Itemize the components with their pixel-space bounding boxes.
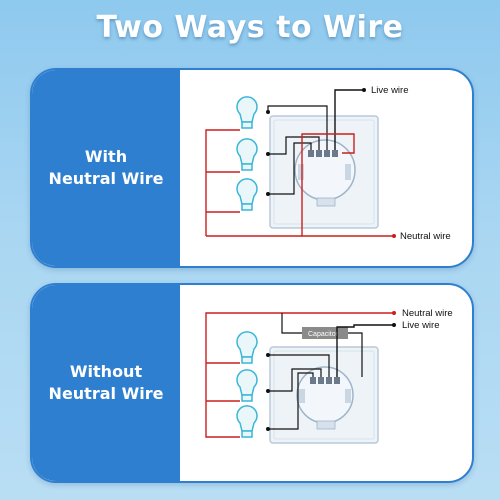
bulb-icon bbox=[236, 369, 258, 402]
without-neutral-panel: Without Neutral Wire Neutral wire bbox=[30, 283, 474, 483]
live-wire-line bbox=[334, 89, 364, 150]
switch-module bbox=[296, 366, 354, 424]
live-wire-line bbox=[336, 324, 394, 377]
neutral-wire-line bbox=[206, 133, 355, 237]
bulb-icon bbox=[236, 96, 258, 129]
with-neutral-diagram: Live wire Neutral wire bbox=[182, 70, 472, 266]
without-neutral-diagram: Neutral wire Capacitor Live wire bbox=[182, 285, 472, 481]
label-line-1: With bbox=[84, 147, 128, 166]
bulb-icon bbox=[236, 138, 258, 171]
terminal-block bbox=[310, 377, 340, 384]
neutral-wire-label: Neutral wire bbox=[400, 231, 451, 242]
bulb-icon bbox=[236, 331, 258, 364]
page-title: Two Ways to Wire bbox=[96, 10, 404, 45]
without-neutral-label-box: Without Neutral Wire bbox=[32, 285, 180, 481]
terminal-block bbox=[308, 150, 338, 157]
bulb-icon bbox=[236, 178, 258, 211]
bulb-icon bbox=[236, 405, 258, 438]
neutral-wire-label: Neutral wire bbox=[402, 308, 453, 319]
live-wire-label: Live wire bbox=[402, 320, 440, 331]
label-line-2: Neutral Wire bbox=[48, 169, 164, 188]
neutral-wire-line bbox=[205, 312, 394, 379]
label-line-2: Neutral Wire bbox=[48, 384, 164, 403]
capacitor-label: Capacitor bbox=[308, 331, 339, 338]
without-neutral-label: Without Neutral Wire bbox=[49, 361, 164, 405]
with-neutral-label-box: With Neutral Wire bbox=[32, 70, 180, 266]
with-neutral-panel: With Neutral Wire Live wire bbox=[30, 68, 474, 268]
live-wire-label: Live wire bbox=[371, 85, 409, 96]
label-line-1: Without bbox=[69, 362, 143, 381]
with-neutral-label: With Neutral Wire bbox=[49, 146, 164, 190]
